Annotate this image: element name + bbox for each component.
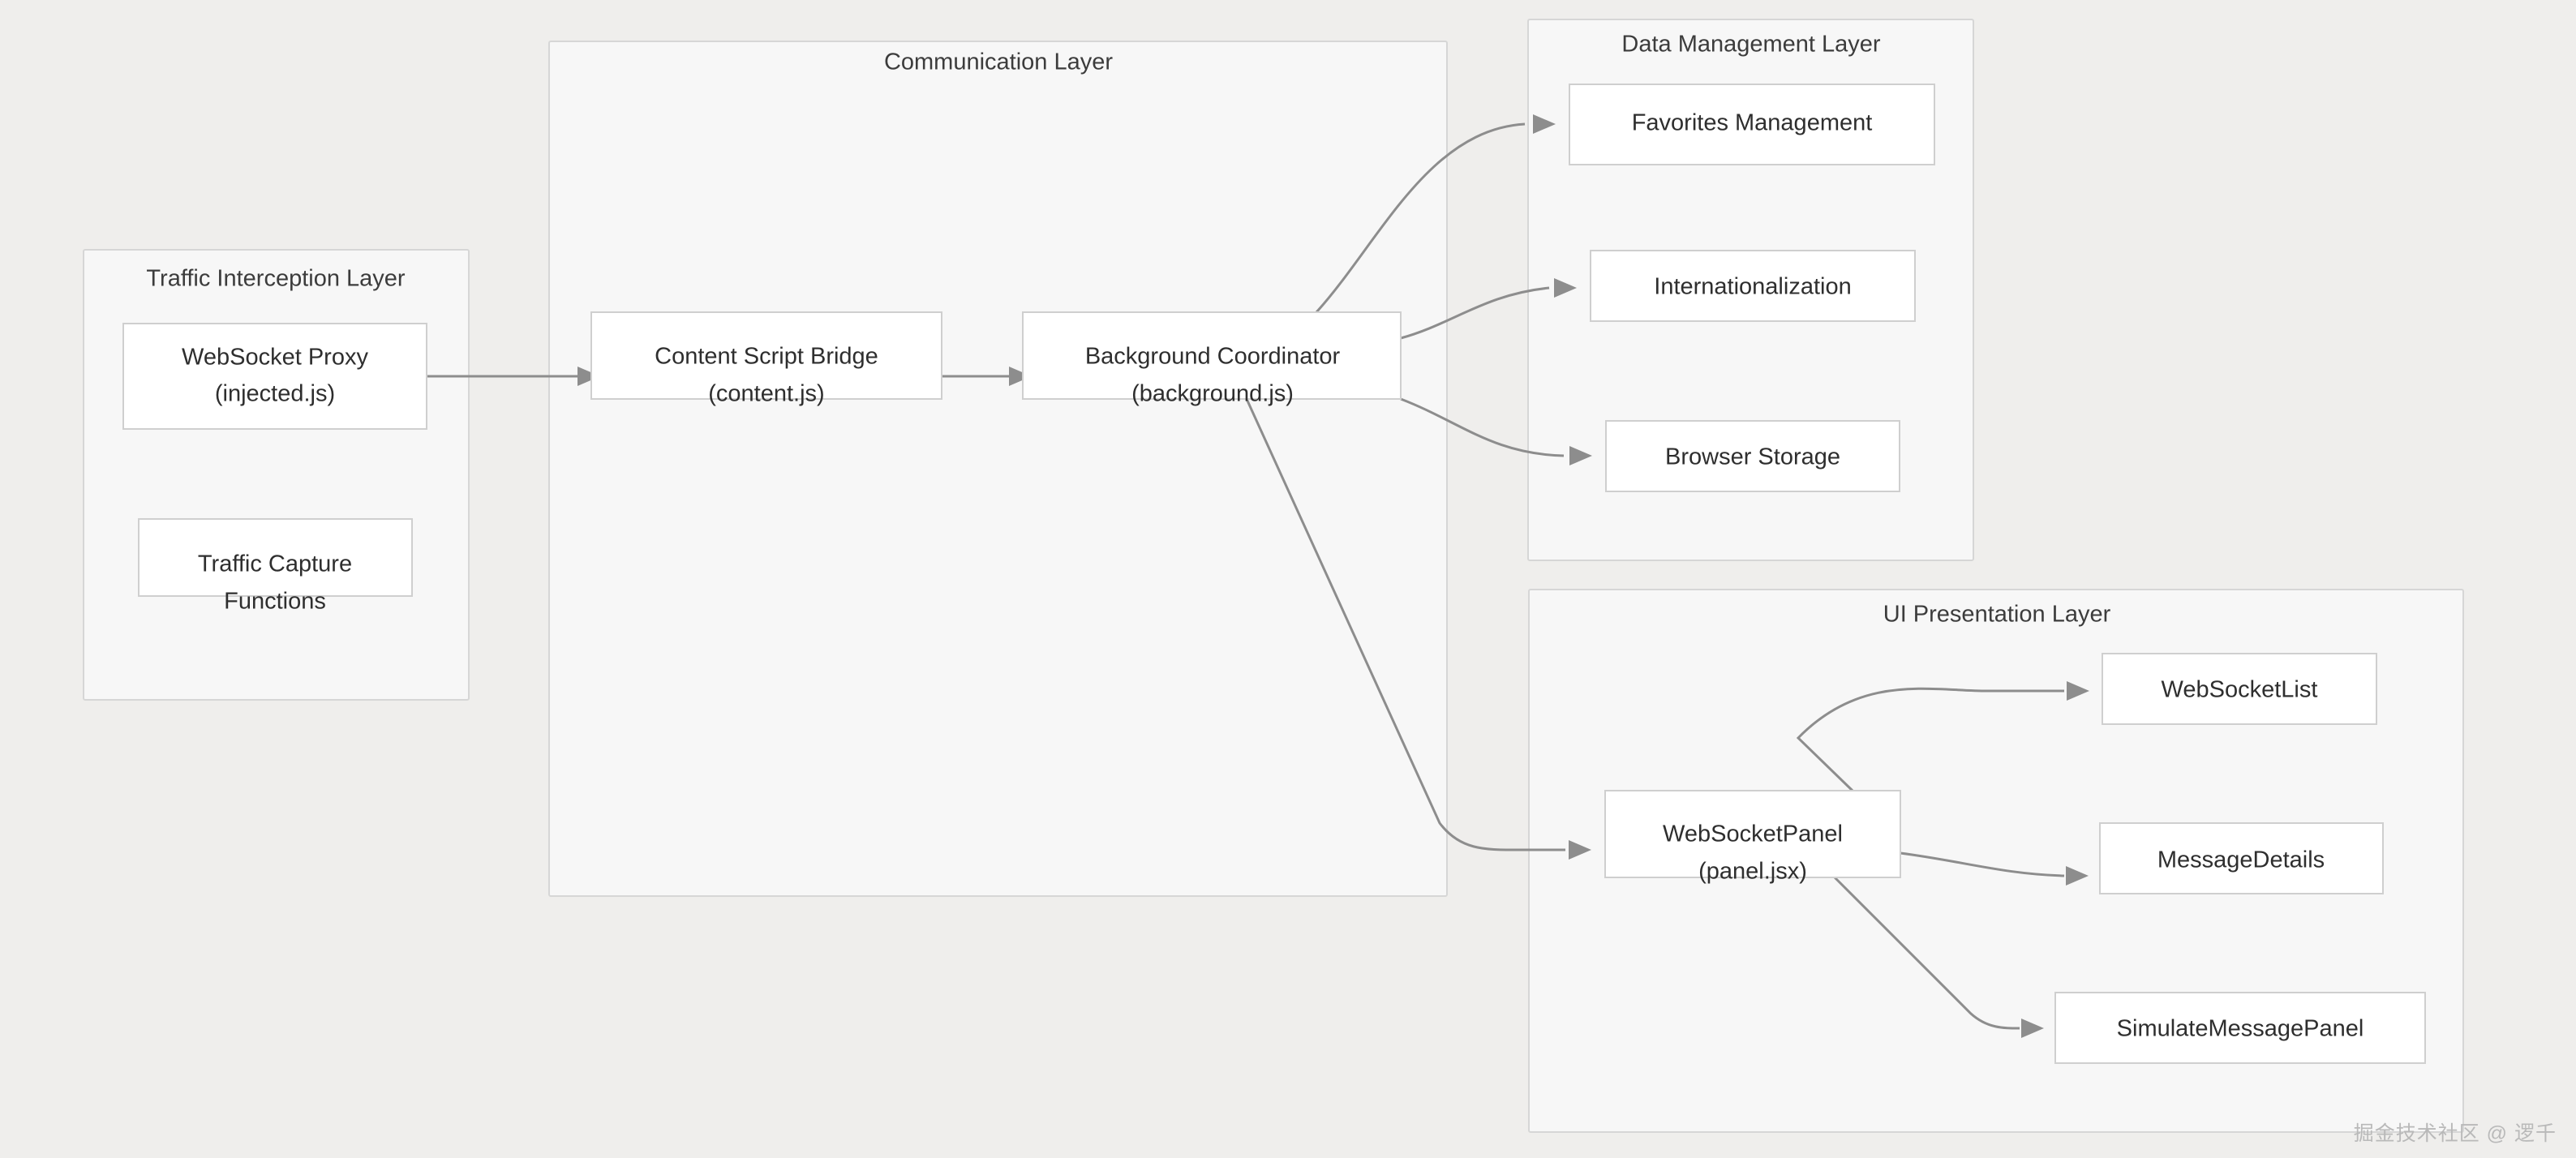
arrowhead-icon xyxy=(1533,114,1556,134)
node-background-coordinator[interactable]: Background Coordinator (background.js) xyxy=(1022,311,1402,407)
node-rect[interactable] xyxy=(138,518,413,597)
arrowhead-icon xyxy=(577,367,600,386)
node-label: Browser Storage xyxy=(1665,444,1840,470)
node-simulatemessagepanel[interactable]: SimulateMessagePanel xyxy=(2054,992,2426,1064)
node-label: Favorites Management xyxy=(1632,110,1873,136)
node-label-line-1: Traffic Capture xyxy=(198,551,352,577)
group-communication-layer: Communication Layer xyxy=(548,41,1448,897)
node-rect[interactable] xyxy=(2099,822,2384,894)
node-label-line-1: WebSocketPanel xyxy=(1663,821,1843,847)
node-browser-storage[interactable]: Browser Storage xyxy=(1605,420,1900,492)
arrowhead-icon xyxy=(2066,866,2089,886)
node-label-line-2: Functions xyxy=(224,589,326,615)
node-label-line-1: Background Coordinator xyxy=(1085,344,1341,370)
edge-line xyxy=(1315,122,1526,314)
edge-background-to-storage xyxy=(1400,397,1592,465)
node-label-line-2: (injected.js) xyxy=(215,381,335,407)
node-rect[interactable] xyxy=(2102,653,2377,725)
node-label-line-1: WebSocket Proxy xyxy=(182,345,368,371)
node-websocketlist[interactable]: WebSocketList xyxy=(2102,653,2377,725)
arrowhead-icon xyxy=(2021,1019,2044,1038)
node-rect[interactable] xyxy=(2054,992,2426,1064)
group-rect xyxy=(548,41,1448,897)
node-websocket-proxy[interactable]: WebSocket Proxy (injected.js) xyxy=(122,323,427,430)
arrowhead-icon xyxy=(2067,681,2089,701)
node-label-line-2: (content.js) xyxy=(708,381,824,407)
arrowhead-icon xyxy=(1554,278,1577,298)
group-rect xyxy=(83,249,470,701)
node-favorites-management[interactable]: Favorites Management xyxy=(1569,84,1935,165)
group-title-communication-layer: Communication Layer xyxy=(884,49,1113,75)
node-content-script-bridge[interactable]: Content Script Bridge (content.js) xyxy=(590,311,942,407)
edge-panel-to-simulate xyxy=(1833,876,2044,1038)
edge-line xyxy=(1400,397,1565,457)
node-label-line-2: (panel.jsx) xyxy=(1698,859,1807,885)
edge-panel-to-list xyxy=(1796,681,2089,792)
edge-line xyxy=(1400,286,1550,340)
node-websocketpanel[interactable]: WebSocketPanel (panel.jsx) xyxy=(1604,790,1901,885)
edge-line xyxy=(1900,851,2065,877)
node-label-line-1: Content Script Bridge xyxy=(655,344,878,370)
node-rect[interactable] xyxy=(1590,250,1916,322)
group-title-traffic-interception-layer: Traffic Interception Layer xyxy=(146,266,405,292)
edge-panel-to-details xyxy=(1900,851,2089,886)
edge-background-to-favorites xyxy=(1315,114,1556,314)
node-internationalization[interactable]: Internationalization xyxy=(1590,250,1916,322)
group-title-ui-presentation-layer: UI Presentation Layer xyxy=(1883,602,2111,628)
node-messagedetails[interactable]: MessageDetails xyxy=(2099,822,2384,894)
group-title-data-management-layer: Data Management Layer xyxy=(1621,32,1881,58)
node-rect[interactable] xyxy=(1605,420,1900,492)
edge-line xyxy=(1245,398,1565,851)
node-rect[interactable] xyxy=(590,311,942,400)
edge-proxy-to-bridge xyxy=(427,367,600,386)
node-label: Internationalization xyxy=(1654,274,1851,300)
edge-bridge-to-background xyxy=(942,367,1032,386)
node-rect[interactable] xyxy=(122,323,427,430)
arrowhead-icon xyxy=(1009,367,1032,386)
arrowhead-icon xyxy=(1569,446,1592,465)
node-label-line-2: (background.js) xyxy=(1131,381,1294,407)
arrowhead-icon xyxy=(1569,840,1591,860)
group-traffic-interception-layer: Traffic Interception Layer xyxy=(83,249,470,701)
node-label: SimulateMessagePanel xyxy=(2117,1016,2364,1042)
node-rect[interactable] xyxy=(1604,790,1901,878)
node-label: MessageDetails xyxy=(2157,847,2325,873)
edge-line xyxy=(1796,687,2064,792)
node-rect[interactable] xyxy=(1022,311,1402,400)
node-traffic-capture-functions[interactable]: Traffic Capture Functions xyxy=(138,518,413,615)
node-rect[interactable] xyxy=(1569,84,1935,165)
edge-line xyxy=(1833,876,2020,1030)
node-label: WebSocketList xyxy=(2162,677,2318,703)
edge-background-to-i18n xyxy=(1400,278,1577,340)
watermark: 掘金技术社区 @ 逻千 xyxy=(2353,1122,2557,1145)
edge-background-to-panel xyxy=(1245,398,1591,860)
